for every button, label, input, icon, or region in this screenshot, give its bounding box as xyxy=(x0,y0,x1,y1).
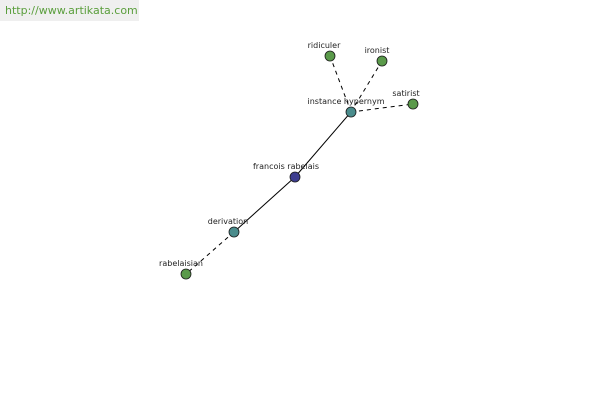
node-circle-derivation[interactable] xyxy=(228,226,240,238)
node-ridiculer[interactable]: ridiculer xyxy=(308,41,341,62)
watermark-url[interactable]: http://www.artikata.com xyxy=(0,0,139,21)
node-label-instance: instance hypernym xyxy=(308,97,385,106)
edge-francois-instance xyxy=(294,111,352,178)
node-label-ridiculer: ridiculer xyxy=(308,41,341,50)
edges-layer xyxy=(185,55,414,275)
edge-derivation-rabelaisian xyxy=(185,231,235,275)
nodes-layer: francois rabelais instance hypernym deriva… xyxy=(159,41,420,280)
node-label-satirist: satirist xyxy=(392,89,419,98)
node-label-francois: francois rabelais xyxy=(253,162,319,171)
node-circle-instance[interactable] xyxy=(345,106,357,118)
node-instance[interactable]: instance hypernym xyxy=(308,97,385,118)
node-circle-ironist[interactable] xyxy=(376,55,388,67)
node-label-ironist: ironist xyxy=(365,46,390,55)
node-ironist[interactable]: ironist xyxy=(365,46,390,67)
node-satirist[interactable]: satirist xyxy=(392,89,420,110)
node-derivation[interactable]: derivation xyxy=(208,217,248,238)
node-francois[interactable]: francois rabelais xyxy=(253,162,319,183)
node-label-derivation: derivation xyxy=(208,217,248,226)
edge-francois-derivation xyxy=(233,176,296,233)
node-circle-rabelaisian[interactable] xyxy=(180,268,192,280)
node-rabelaisian[interactable]: rabelaisian xyxy=(159,259,203,280)
node-circle-francois[interactable] xyxy=(289,171,301,183)
edge-instance-ridiculer xyxy=(329,55,352,113)
node-circle-satirist[interactable] xyxy=(407,98,419,110)
edge-instance-satirist xyxy=(350,103,414,113)
node-label-rabelaisian: rabelaisian xyxy=(159,259,203,268)
node-circle-ridiculer[interactable] xyxy=(324,50,336,62)
edge-instance-ironist xyxy=(350,60,383,113)
